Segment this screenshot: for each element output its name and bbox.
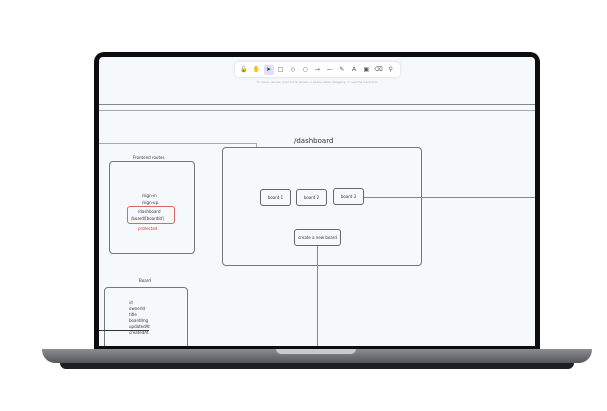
lock-icon[interactable]: 🔓 <box>240 66 248 73</box>
library-icon[interactable]: ⚲ <box>388 66 393 73</box>
route: /sign-in <box>142 193 157 198</box>
dashboard-title: /dashboard <box>294 137 334 145</box>
board-field: ownerId <box>129 306 146 311</box>
dashboard-frame[interactable] <box>222 147 422 266</box>
connector-line <box>99 110 535 111</box>
route: /sign-up <box>142 200 159 205</box>
ellipse-icon[interactable]: ○ <box>302 66 308 73</box>
protected-label: protected <box>138 226 158 231</box>
board-3[interactable]: board 3 <box>333 188 364 205</box>
connector-line <box>317 246 318 346</box>
board-field: boardImg <box>129 318 149 323</box>
board-field: title <box>129 312 137 317</box>
arrow-icon[interactable]: → <box>314 66 320 73</box>
connector-line <box>256 143 257 148</box>
board-field: updatedAt <box>129 324 150 329</box>
toolbar: 🔓 ✋➤□ ◇ ○ → — ✎ A ▣ ⌫ ⚲ <box>235 62 400 77</box>
selection-icon[interactable]: ➤ <box>263 64 274 75</box>
image-icon[interactable]: ▣ <box>363 66 370 73</box>
board-field: id <box>129 300 133 305</box>
laptop-base <box>42 349 592 363</box>
connector-line <box>99 104 535 105</box>
create-board-button[interactable]: create a new board <box>294 229 341 246</box>
board-2[interactable]: board 2 <box>296 189 327 206</box>
diamond-icon[interactable]: ◇ <box>290 66 296 73</box>
text-icon[interactable]: A <box>352 66 357 73</box>
connector-line <box>99 330 149 331</box>
rectangle-icon[interactable]: □ <box>277 66 284 73</box>
board-1[interactable]: board 1 <box>260 189 291 206</box>
whiteboard-canvas[interactable]: 🔓 ✋➤□ ◇ ○ → — ✎ A ▣ ⌫ ⚲ To move canvas, hold Scrol… <box>99 57 535 346</box>
hand-icon[interactable]: ✋ <box>252 66 261 73</box>
connector-line <box>99 143 257 144</box>
laptop-notch <box>276 349 356 354</box>
route: /board/[boardId] <box>131 216 164 221</box>
frontend-routes-box[interactable]: /sign-in /sign-up /dashboard /board/[boa… <box>109 161 195 254</box>
protected-routes-box[interactable]: /dashboard /board/[boardId] <box>127 206 175 224</box>
board-field: createdAt <box>129 330 149 335</box>
canvas-hint: To move canvas, hold Scroll wheel or Spa… <box>256 80 378 84</box>
route: /dashboard <box>138 209 161 214</box>
draw-icon[interactable]: ✎ <box>339 66 345 73</box>
board-entity-title: Board <box>139 278 151 283</box>
eraser-icon[interactable]: ⌫ <box>374 66 383 73</box>
laptop-shadow <box>60 363 574 369</box>
line-icon[interactable]: — <box>326 66 333 73</box>
frontend-title: Frontend routes <box>133 155 165 160</box>
connector-line <box>364 197 535 198</box>
